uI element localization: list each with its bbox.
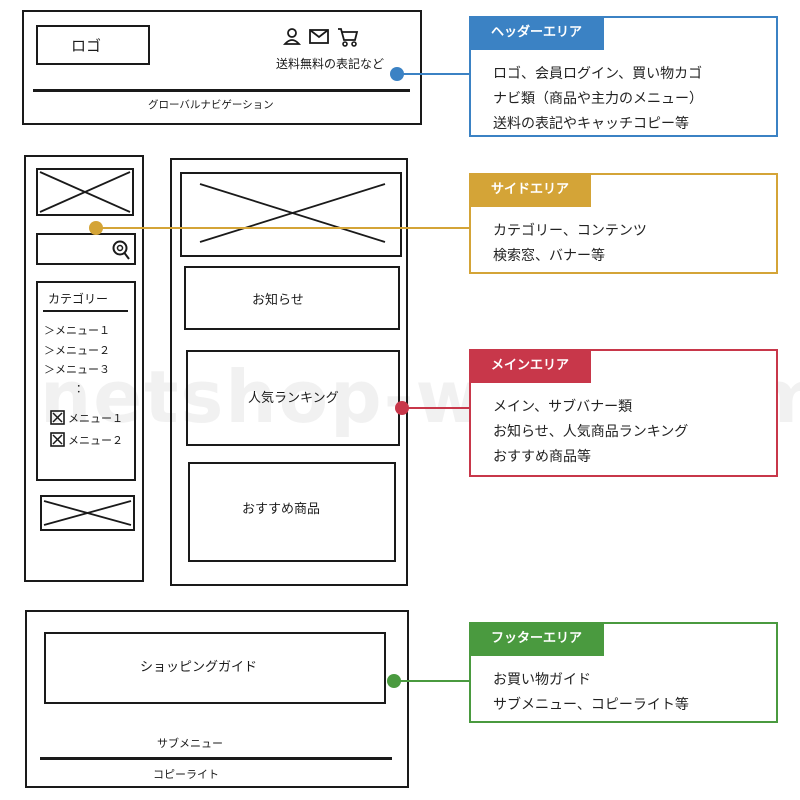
footer-connector-dot xyxy=(387,674,401,688)
category-underline xyxy=(43,310,128,312)
footer-area-title: フッターエリア xyxy=(469,622,605,656)
side-banner-top-cross xyxy=(39,171,131,213)
side-banner-bottom-cross xyxy=(43,500,132,526)
checkbox-x-icon xyxy=(50,410,65,425)
ranking-label: 人気ランキング xyxy=(248,391,339,406)
side-menu-more: ： xyxy=(76,382,87,395)
news-label: お知らせ xyxy=(252,293,304,308)
category-box xyxy=(36,281,136,481)
header-sketch xyxy=(22,10,422,125)
search-box xyxy=(36,233,136,265)
side-connector-dot xyxy=(89,221,103,235)
global-nav-label: グローバルナビゲーション xyxy=(148,99,274,111)
card-line: お買い物ガイド xyxy=(493,672,591,688)
main-area-desc: メイン、サブバナー類 お知らせ、人気商品ランキング おすすめ商品等 xyxy=(493,395,688,470)
shopping-guide-box xyxy=(44,632,386,704)
cart-icon xyxy=(338,28,359,47)
copyright-label: コピーライト xyxy=(153,768,219,781)
side-menu-item: ＞メニュー３ xyxy=(44,363,110,376)
main-connector-dot xyxy=(395,401,409,415)
side-area-card: サイドエリア カテゴリー、コンテンツ 検索窓、バナー等 xyxy=(469,173,778,274)
logo-label: ロゴ xyxy=(71,37,102,55)
card-line: ナビ類（商品や主力のメニュー） xyxy=(493,91,703,107)
shipping-note: 送料無料の表記など xyxy=(276,57,385,71)
footer-sketch xyxy=(25,610,409,788)
main-banner-cross xyxy=(199,183,386,243)
footer-divider xyxy=(40,757,392,760)
main-area-card: メインエリア メイン、サブバナー類 お知らせ、人気商品ランキング おすすめ商品等 xyxy=(469,349,778,477)
news-box xyxy=(184,266,400,330)
card-line: サブメニュー、コピーライト等 xyxy=(493,697,689,713)
card-line: メイン、サブバナー類 xyxy=(493,399,633,415)
mail-icon xyxy=(309,29,329,44)
recommend-box xyxy=(188,462,396,562)
search-icon xyxy=(112,240,130,260)
header-area-card: ヘッダーエリア ロゴ、会員ログイン、買い物カゴ ナビ類（商品や主力のメニュー） … xyxy=(469,16,778,137)
footer-area-card: フッターエリア お買い物ガイド サブメニュー、コピーライト等 xyxy=(469,622,778,723)
side-menu-x-item: メニュー１ xyxy=(68,412,123,425)
main-sketch xyxy=(170,158,408,586)
side-area-title: サイドエリア xyxy=(469,173,592,207)
ranking-box xyxy=(186,350,400,446)
footer-connector xyxy=(394,680,470,682)
footer-area-desc: お買い物ガイド サブメニュー、コピーライト等 xyxy=(493,668,689,718)
card-line: カテゴリー、コンテンツ xyxy=(493,223,647,239)
header-area-desc: ロゴ、会員ログイン、買い物カゴ ナビ類（商品や主力のメニュー） 送料の表記やキャ… xyxy=(493,62,703,137)
card-line: 送料の表記やキャッチコピー等 xyxy=(493,116,689,132)
side-connector xyxy=(96,227,470,229)
main-connector xyxy=(402,407,470,409)
header-divider xyxy=(33,89,410,92)
card-line: お知らせ、人気商品ランキング xyxy=(493,424,689,440)
logo-box xyxy=(36,25,150,65)
member-icon xyxy=(283,28,301,45)
card-line: ロゴ、会員ログイン、買い物カゴ xyxy=(493,66,703,82)
side-area-desc: カテゴリー、コンテンツ 検索窓、バナー等 xyxy=(493,219,647,269)
header-connector xyxy=(397,73,470,75)
category-title: カテゴリー xyxy=(48,292,109,306)
card-line: おすすめ商品等 xyxy=(493,449,591,465)
recommend-label: おすすめ商品 xyxy=(242,502,321,517)
side-banner-bottom xyxy=(40,495,135,531)
card-line: 検索窓、バナー等 xyxy=(493,248,605,264)
side-sketch xyxy=(24,155,144,582)
main-banner xyxy=(180,172,402,257)
header-connector-dot xyxy=(390,67,404,81)
checkbox-x-icon xyxy=(50,432,65,447)
main-area-title: メインエリア xyxy=(469,349,592,383)
side-banner-top xyxy=(36,168,134,216)
header-area-title: ヘッダーエリア xyxy=(469,16,605,50)
side-menu-x-item: メニュー２ xyxy=(68,434,123,447)
shopping-guide-label: ショッピングガイド xyxy=(140,660,258,675)
side-menu-item: ＞メニュー２ xyxy=(44,344,110,357)
side-menu-item: ＞メニュー１ xyxy=(44,324,110,337)
sub-menu-label: サブメニュー xyxy=(157,737,223,750)
